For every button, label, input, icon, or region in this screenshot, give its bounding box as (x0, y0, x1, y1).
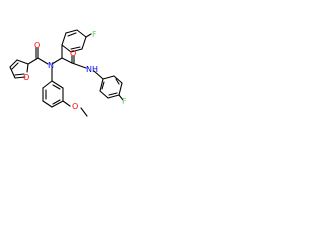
fluorophenyl-ring-top (61, 29, 92, 53)
methoxyphenyl-ring (42, 67, 88, 117)
carbonyl-oxygen-label: O (34, 41, 40, 50)
fluorine-label-right: F (122, 97, 127, 106)
molecule-diagram: F O NH F O N O O (0, 0, 152, 152)
fluorine-label-top: F (92, 30, 97, 39)
amide-nh-label: NH (86, 65, 98, 74)
amide-oxygen-label: O (70, 49, 76, 58)
furoyl-group (9, 47, 49, 79)
furan-oxygen-label: O (23, 73, 29, 82)
amine-nitrogen-label: N (48, 61, 54, 70)
central-carbon-bonds (51, 44, 87, 69)
fluorophenyl-ring-right (93, 70, 124, 101)
structure-drawing: F O NH F O N O O (9, 29, 127, 117)
methoxy-oxygen-label: O (72, 102, 78, 111)
